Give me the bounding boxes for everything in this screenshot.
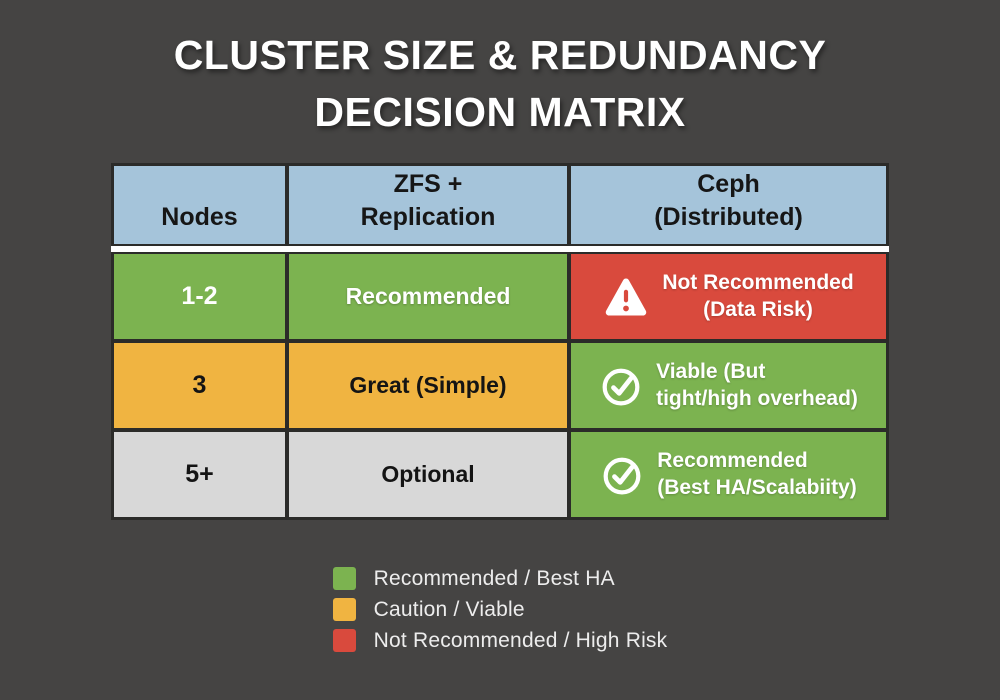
orange-swatch-icon (332, 598, 356, 622)
cell-nodes-1-2: 1-2 (114, 254, 285, 340)
cell-ceph-5plus-line1: Recommended (657, 448, 808, 472)
decision-matrix-table: Nodes ZFS + Replication Ceph (Distribute… (111, 163, 889, 521)
green-swatch-icon (332, 567, 356, 591)
table-row: 3 Great (Simple) Viable (But tight/high … (114, 343, 886, 429)
header-ceph-line1: Ceph (697, 170, 760, 199)
header-cell-ceph: Ceph (Distributed) (571, 166, 886, 245)
cell-ceph-3: Viable (But tight/high overhead) (571, 343, 886, 429)
header-zfs-line2: Replication (360, 202, 496, 231)
cell-ceph-1-2-text: Not Recommended (Data Risk) (662, 270, 853, 324)
table-header-row: Nodes ZFS + Replication Ceph (Distribute… (114, 166, 886, 245)
legend-item-caution: Caution / Viable (332, 597, 668, 622)
cell-nodes-3: 3 (114, 343, 285, 429)
header-nodes-label: Nodes (161, 202, 238, 231)
cell-ceph-1-2: Not Recommended (Data Risk) (571, 254, 886, 340)
cell-zfs-1-2: Recommended (289, 254, 567, 340)
header-separator-bar (111, 246, 889, 253)
cell-zfs-3: Great (Simple) (289, 343, 567, 429)
table-row: 1-2 Recommended Not Recommended (Data Ri… (114, 254, 886, 340)
legend-item-recommended: Recommended / Best HA (332, 566, 668, 591)
cell-ceph-3-text: Viable (But tight/high overhead) (656, 359, 858, 413)
page-title-line1: CLUSTER SIZE & REDUNDANCY (173, 32, 827, 78)
header-cell-nodes: Nodes (114, 166, 285, 245)
check-circle-icon (599, 364, 643, 408)
legend: Recommended / Best HA Caution / Viable N… (332, 566, 668, 653)
cell-ceph-1-2-line1: Not Recommended (662, 270, 854, 294)
page-title: CLUSTER SIZE & REDUNDANCY DECISION MATRI… (0, 0, 1000, 140)
page-title-line2: DECISION MATRIX (314, 88, 686, 135)
legend-label: Recommended / Best HA (373, 566, 615, 590)
red-swatch-icon (332, 629, 356, 653)
cell-ceph-5plus: Recommended (Best HA/Scalabiity) (571, 432, 886, 518)
header-cell-zfs: ZFS + Replication (289, 166, 567, 245)
check-circle-icon (600, 453, 644, 497)
header-zfs-line1: ZFS + (393, 170, 463, 199)
cell-ceph-5plus-line2: (Best HA/Scalabiity) (657, 475, 857, 499)
cell-zfs-5plus: Optional (289, 432, 567, 518)
cell-ceph-3-line1: Viable (But (656, 359, 766, 383)
legend-label: Not Recommended / High Risk (373, 628, 668, 652)
cell-nodes-5plus: 5+ (114, 432, 285, 518)
cell-ceph-5plus-text: Recommended (Best HA/Scalabiity) (657, 448, 857, 502)
warning-triangle-icon (603, 276, 649, 318)
cell-ceph-1-2-line2: (Data Risk) (703, 297, 813, 321)
legend-item-not-recommended: Not Recommended / High Risk (332, 628, 668, 653)
legend-label: Caution / Viable (373, 597, 525, 621)
header-ceph-line2: (Distributed) (654, 202, 803, 231)
table-row: 5+ Optional Recommended (Best HA/Scalabi… (114, 432, 886, 518)
cell-ceph-3-line2: tight/high overhead) (656, 386, 858, 410)
